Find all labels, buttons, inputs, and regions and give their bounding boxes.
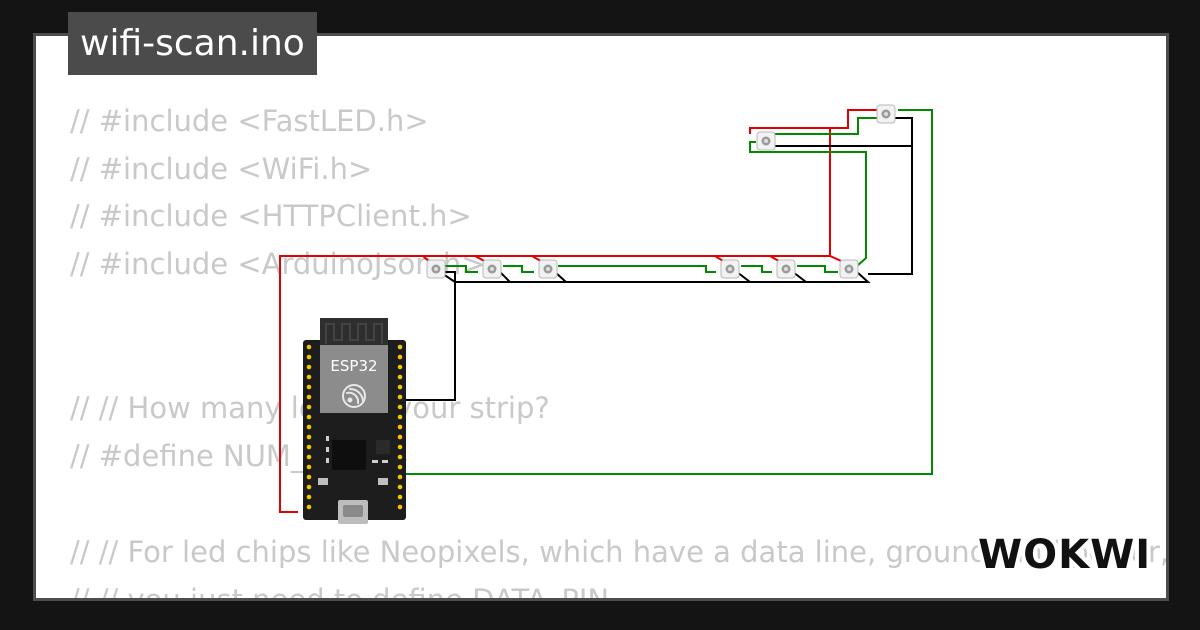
code-line: // #include <WiFi.h> [70, 152, 373, 186]
micro-usb-icon [338, 500, 368, 524]
code-line: // // For led chips like Neopixels, whic… [70, 535, 1169, 569]
onboard-components [318, 436, 390, 485]
code-background: // #include <FastLED.h> // #include <WiF… [70, 104, 1166, 598]
esp32-module: ESP32 [320, 318, 388, 413]
neopixel-led-icon[interactable] [876, 104, 896, 124]
power-wires [279, 109, 878, 513]
data-wires [404, 109, 933, 475]
code-line: // #include <FastLED.h> [70, 104, 429, 138]
esp32-board[interactable]: ESP32 [303, 318, 406, 524]
logo-outline: WOKWI [978, 532, 1150, 576]
ground-wires [404, 117, 913, 401]
filename-tab[interactable]: wifi-scan.ino [68, 12, 317, 75]
right-pin-header [397, 344, 403, 510]
neopixel-led-icon[interactable] [839, 259, 859, 279]
board-label: ESP32 [330, 357, 377, 375]
wokwi-logo: WOKWI WOKWI [978, 528, 1150, 576]
neopixel-led-icon[interactable] [756, 131, 776, 151]
left-pin-header [306, 344, 312, 510]
espressif-logo-icon [342, 384, 366, 408]
neopixel-led-icon[interactable] [720, 259, 740, 279]
logo-text: WOKWI [978, 532, 1150, 576]
neopixel-led-icon[interactable] [538, 259, 558, 279]
neopixel-led-icon[interactable] [482, 259, 502, 279]
neopixel-led-icon[interactable] [426, 259, 446, 279]
neopixel-led-icon[interactable] [776, 259, 796, 279]
led-strip[interactable] [426, 104, 896, 279]
canvas-card: // #include <FastLED.h> // #include <WiF… [33, 33, 1169, 601]
code-line: // // you just need to define DATA_PIN. [70, 583, 619, 601]
code-line: // #include <HTTPClient.h> [70, 199, 472, 233]
